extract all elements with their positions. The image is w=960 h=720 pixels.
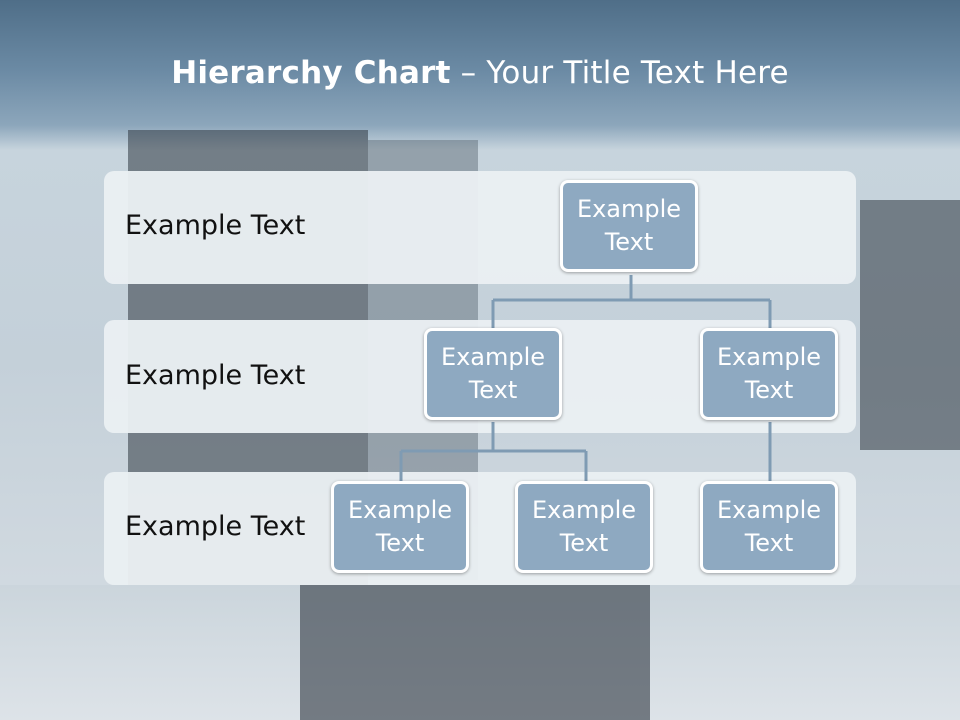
node-level3-b[interactable]: Example Text [515,481,653,573]
edge-root-to-l2 [491,275,772,328]
slide-title: Hierarchy Chart – Your Title Text Here [0,55,960,91]
level-label-3: Example Text [125,511,306,542]
node-level3-a[interactable]: Example Text [331,481,469,573]
level-band-1 [104,171,856,284]
title-rest: – Your Title Text Here [450,55,789,91]
node-root[interactable]: Example Text [560,180,698,272]
server-cabinet-front [300,585,650,720]
node-level2-left[interactable]: Example Text [424,328,562,420]
level-label-2: Example Text [125,360,306,391]
title-bold: Hierarchy Chart [171,55,451,91]
edge-l2left-to-l3 [399,422,588,481]
node-level2-right[interactable]: Example Text [700,328,838,420]
server-rack-right [860,200,960,450]
level-label-1: Example Text [125,210,306,241]
node-level3-c[interactable]: Example Text [700,481,838,573]
